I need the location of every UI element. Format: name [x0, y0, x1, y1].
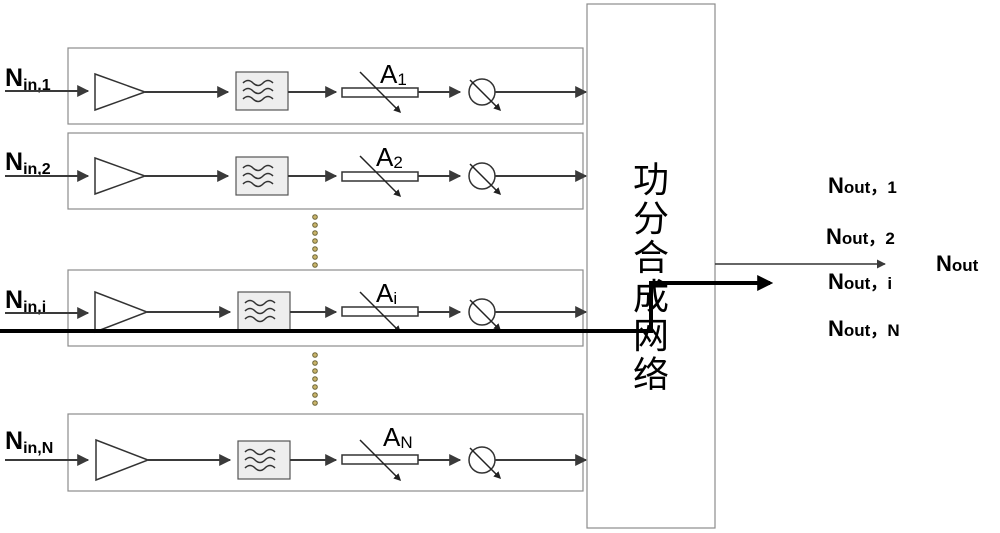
power-combining-network: 功 分 合 成 网 络 [586, 3, 716, 529]
output-label-2: Nout，2 [826, 224, 895, 249]
network-label-char: 分 [633, 198, 669, 239]
amplifier-icon [94, 72, 148, 112]
channel-box [67, 132, 584, 210]
ellipsis-dots-lower [312, 352, 318, 406]
channel-n: Nin,N AN [5, 413, 588, 492]
channel-box [67, 413, 584, 492]
attenuator-label-2: A2 [376, 142, 403, 172]
output-label-n: Nout，N [828, 316, 900, 341]
input-label-1: Nin,1 [5, 64, 51, 94]
channel-box [67, 47, 584, 125]
amplifier-icon [94, 156, 148, 196]
filter-icon [235, 156, 289, 196]
channel-2: Nin,2 A2 [5, 132, 588, 210]
amplifier-icon [94, 290, 150, 334]
ellipsis-dots-upper [312, 214, 318, 268]
filter-icon [237, 440, 291, 480]
input-label-2: Nin,2 [5, 148, 51, 178]
channel-i: Nin,i Ai [5, 269, 588, 347]
input-label-n: Nin,N [5, 427, 53, 457]
input-label-i: Nin,i [5, 286, 46, 316]
network-label-char: 合 [633, 237, 669, 278]
attenuator-label-n: AN [383, 422, 413, 452]
attenuator-label-i: Ai [376, 278, 397, 308]
network-label-char: 络 [633, 354, 669, 395]
filter-icon [237, 291, 291, 331]
final-output-label: Nout [936, 251, 979, 276]
highlighted-signal-path [0, 275, 774, 333]
amplifier-icon [95, 438, 151, 482]
channel-box [67, 269, 584, 347]
network-label-char: 功 [633, 159, 669, 200]
filter-icon [235, 71, 289, 111]
channel-1: Nin,1 A1 [5, 47, 588, 125]
output-label-1: Nout，1 [828, 173, 897, 198]
attenuator-label-1: A1 [380, 59, 407, 89]
output-label-i: Nout，i [828, 269, 892, 294]
